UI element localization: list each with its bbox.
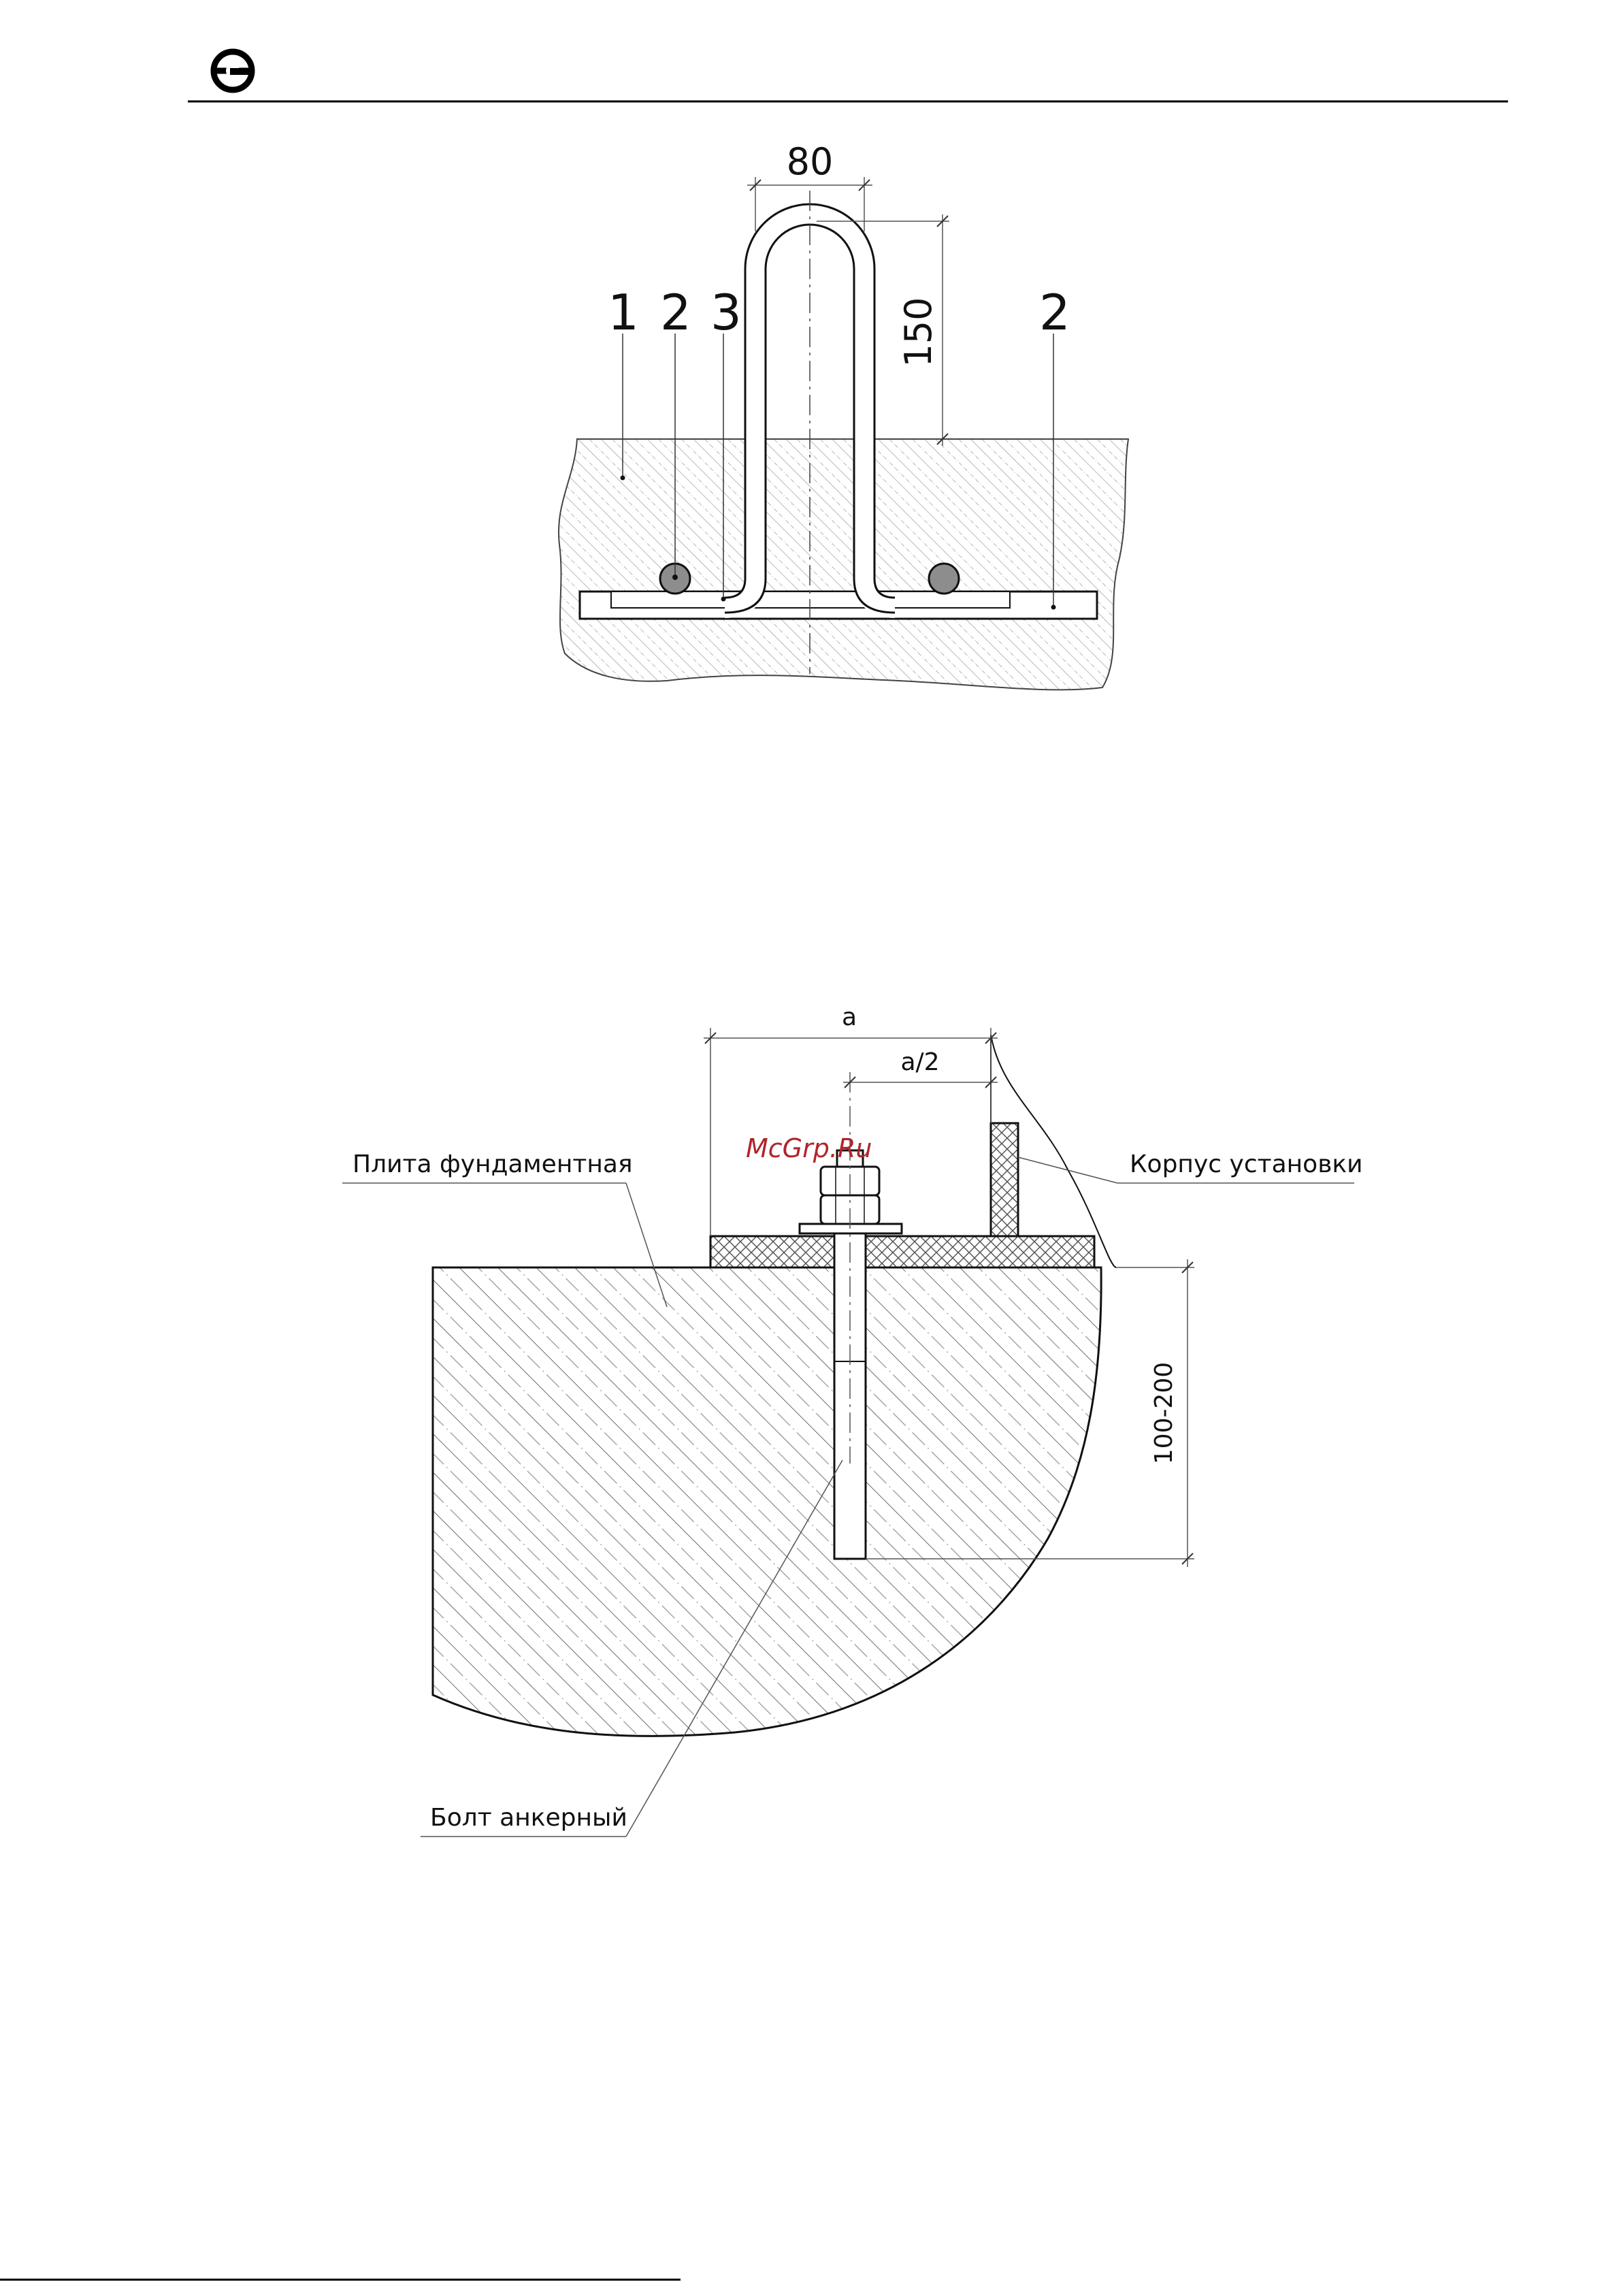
dim-150: 150 [897, 297, 940, 367]
callout-3: 3 [710, 284, 742, 341]
rebar-right [929, 564, 959, 594]
figure-2-anchor-bolt: a a/2 100-200 Плита фундаментная Корпус … [342, 1003, 1363, 1837]
label-unit-body: Корпус установки [1130, 1150, 1363, 1178]
callout-2-left: 2 [660, 284, 691, 341]
callout-2-right: 2 [1039, 284, 1070, 341]
dim-a: a [842, 1003, 857, 1031]
label-foundation-plate: Плита фундаментная [353, 1150, 633, 1178]
foundation-block [433, 1267, 1101, 1736]
watermark-text: McGrp.Ru [746, 1133, 872, 1163]
concrete-slab [559, 439, 1128, 690]
base-frame [710, 1236, 1094, 1267]
figure-1-u-anchor: 1 2 3 2 80 150 [559, 140, 1128, 690]
dim-80: 80 [787, 140, 834, 183]
company-logo-e-icon [214, 52, 252, 90]
callout-1: 1 [608, 284, 639, 341]
washer [800, 1224, 902, 1233]
label-anchor-bolt: Болт анкерный [430, 1804, 627, 1832]
unit-body-wall [991, 1123, 1018, 1236]
dim-depth: 100-200 [1150, 1362, 1178, 1464]
dim-a-half: a/2 [900, 1048, 939, 1076]
